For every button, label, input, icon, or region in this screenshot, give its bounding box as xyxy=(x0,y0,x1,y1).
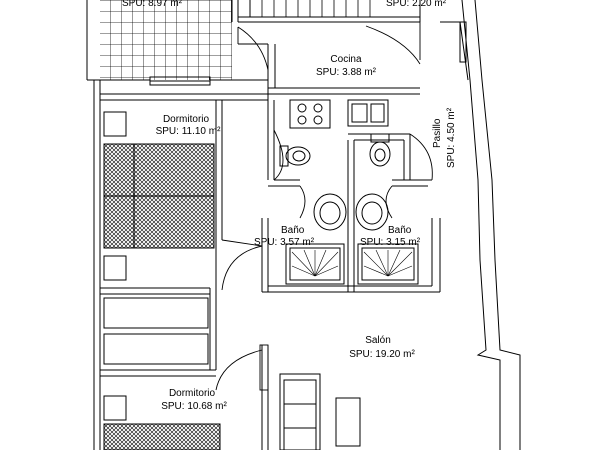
doors xyxy=(215,22,433,391)
windows xyxy=(149,21,467,86)
shower-rays xyxy=(291,249,413,277)
walls xyxy=(86,0,521,450)
cocina-name-label: Cocina xyxy=(330,54,362,65)
bano-1-area-label: SPU: 3.57 m² xyxy=(254,237,315,248)
cocina-area-label: SPU: 3.88 m² xyxy=(316,67,377,78)
salon-name-label: Salón xyxy=(365,335,391,346)
top-right-area-label: SPU: 2.20 m² xyxy=(386,0,447,9)
dormitorio-2-name-label: Dormitorio xyxy=(169,388,216,399)
terrace-tiles xyxy=(100,0,232,80)
bathroom-fixtures xyxy=(279,133,419,285)
bano-2-name-label: Baño xyxy=(388,225,412,236)
dormitorio-2-area-label: SPU: 10.68 m² xyxy=(161,401,227,412)
kitchen-fixtures xyxy=(289,99,389,129)
dormitorio-1-area-label: SPU: 11.10 m² xyxy=(156,126,222,137)
top-left-area-label: SPU: 8.97 m² xyxy=(122,0,183,9)
pasillo-name-label: Pasillo xyxy=(432,118,443,148)
stair-treads xyxy=(261,0,371,17)
bano-2-area-label: SPU: 3.15 m² xyxy=(360,237,421,248)
salon-area-label: SPU: 19.20 m² xyxy=(349,349,415,360)
bedroom-furniture xyxy=(103,111,221,450)
pasillo-area-label: SPU: 4.50 m² xyxy=(446,107,457,168)
dormitorio-1-name-label: Dormitorio xyxy=(163,114,210,125)
salon-furniture xyxy=(279,373,361,450)
bano-1-name-label: Baño xyxy=(281,225,305,236)
